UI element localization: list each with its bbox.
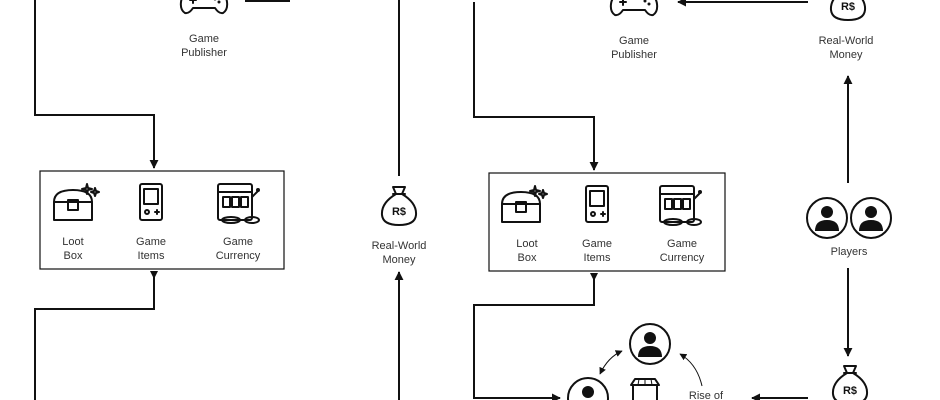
left-item-game-currency: Game Currency <box>216 183 261 262</box>
money-bag-icon: R$ <box>831 365 869 400</box>
right-connector-publisher-to-items <box>473 2 599 171</box>
left-money-label-2: Money <box>382 254 416 266</box>
left-money-label-1: Real-World <box>372 240 427 252</box>
left-money-symbol: R$ <box>392 206 406 218</box>
right-game-items-label-1: Game <box>582 238 612 250</box>
left-item-loot-box: Loot Box <box>53 183 100 262</box>
left-game-items-label-2: Items <box>138 250 165 262</box>
left-game-items-label-1: Game <box>136 236 166 248</box>
market-stall-icon <box>630 378 660 400</box>
right-currency-label-1: Game <box>667 238 697 250</box>
right-money-top-label-1: Real-World <box>819 35 874 47</box>
cycle-arrow-right <box>679 353 703 387</box>
right-players-label: Players <box>831 246 868 258</box>
right-item-game-currency: Game Currency <box>659 185 705 264</box>
right-diagram: Game Publisher R$ Real-World Money <box>473 0 892 400</box>
person-icon <box>567 377 609 400</box>
left-item-game-items: Game Items <box>136 183 166 262</box>
left-publisher-label-1: Game <box>189 33 219 45</box>
right-money-bottom-symbol: R$ <box>843 385 857 397</box>
handheld-console-icon <box>585 185 609 223</box>
right-item-game-items: Game Items <box>582 185 612 264</box>
right-arrow-notch <box>590 273 598 281</box>
right-game-items-label-2: Items <box>584 252 611 264</box>
right-money-top: R$ Real-World Money <box>819 0 874 61</box>
money-bag-icon: R$ <box>829 0 867 21</box>
right-connector-items-to-market <box>473 273 595 400</box>
treasure-chest-icon <box>501 185 548 223</box>
right-money-top-symbol: R$ <box>841 1 855 13</box>
right-money-bottom: R$ <box>831 365 869 400</box>
gamepad-icon <box>609 0 659 17</box>
players-icon <box>806 197 892 239</box>
left-loot-label-2: Box <box>64 250 83 262</box>
slot-machine-icon <box>217 183 260 224</box>
right-currency-label-2: Currency <box>660 252 705 264</box>
right-publisher-label-1: Game <box>619 35 649 47</box>
left-arrow-notch <box>150 271 158 279</box>
right-money-top-label-2: Money <box>829 49 863 61</box>
right-market-cycle: Rise of <box>567 323 724 400</box>
money-bag-icon: R$ <box>380 186 418 226</box>
left-currency-label-2: Currency <box>216 250 261 262</box>
slot-machine-icon <box>659 185 702 226</box>
left-publisher: Game Publisher <box>179 0 229 59</box>
right-item-loot-box: Loot Box <box>501 185 548 264</box>
right-players: Players <box>806 197 892 258</box>
left-connector-items-to-bottom <box>34 271 155 400</box>
right-market-label-1: Rise of <box>689 390 724 400</box>
left-loot-label-1: Loot <box>62 236 83 248</box>
left-publisher-label-2: Publisher <box>181 47 227 59</box>
handheld-console-icon <box>139 183 163 221</box>
gamepad-icon <box>179 0 229 15</box>
right-publisher: Game Publisher <box>609 0 659 61</box>
left-connector-publisher-to-items <box>34 0 159 169</box>
treasure-chest-icon <box>53 183 100 221</box>
right-loot-label-2: Box <box>518 252 537 264</box>
right-loot-label-1: Loot <box>516 238 537 250</box>
person-icon <box>629 323 671 365</box>
left-money: R$ Real-World Money <box>372 186 427 266</box>
right-publisher-label-2: Publisher <box>611 49 657 61</box>
left-currency-label-1: Game <box>223 236 253 248</box>
left-diagram: Game Publisher Loot Box <box>34 0 427 400</box>
cycle-arrow-left <box>599 350 623 375</box>
